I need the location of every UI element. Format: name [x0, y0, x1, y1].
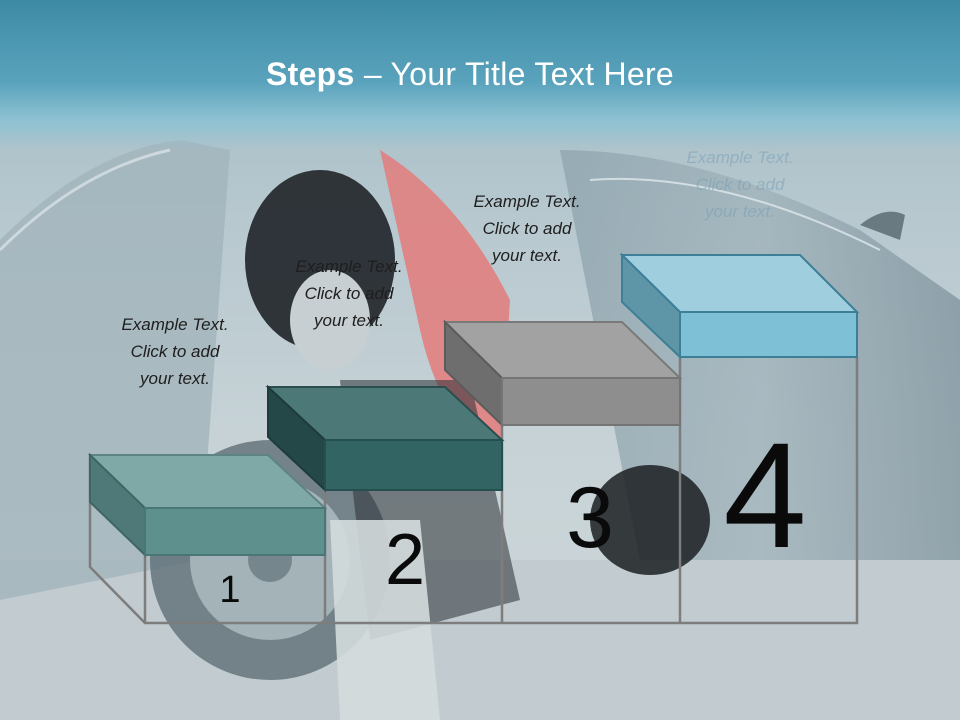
step-1-line-3: your text. [140, 369, 210, 388]
step-4-block [619, 252, 860, 360]
step-1-number: 1 [219, 569, 241, 611]
step-2-line-1: Example Text. [295, 257, 403, 276]
step-4-number: 4 [723, 411, 807, 579]
step-1-block [87, 452, 328, 558]
steps-outline [88, 312, 859, 625]
step-3-line-1: Example Text. [473, 192, 581, 211]
step-2-text[interactable]: Example Text. Click to add your text. [264, 253, 434, 334]
title-rest: – Your Title Text Here [354, 56, 675, 92]
step-2-number: 2 [384, 520, 426, 600]
step-3-line-2: Click to add [482, 219, 572, 238]
step-1-line-2: Click to add [130, 342, 220, 361]
slide-title[interactable]: Steps – Your Title Text Here [0, 56, 940, 93]
step-4-line-1: Example Text. [686, 148, 794, 167]
header-band [0, 0, 960, 150]
step-4-line-3: your text. [705, 202, 775, 221]
step-3-line-3: your text. [492, 246, 562, 265]
step-3-text[interactable]: Example Text. Click to add your text. [442, 188, 612, 269]
step-2-block [265, 384, 505, 493]
step-1-text[interactable]: Example Text. Click to add your text. [90, 311, 260, 392]
title-bold: Steps [265, 56, 355, 92]
step-2-line-2: Click to add [304, 284, 394, 303]
step-2-line-3: your text. [314, 311, 384, 330]
step-1-line-1: Example Text. [121, 315, 229, 334]
step-4-line-2: Click to add [695, 175, 785, 194]
step-3-number: 3 [566, 470, 614, 566]
step-3-block [442, 319, 683, 428]
step-4-text[interactable]: Example Text. Click to add your text. [655, 144, 825, 225]
